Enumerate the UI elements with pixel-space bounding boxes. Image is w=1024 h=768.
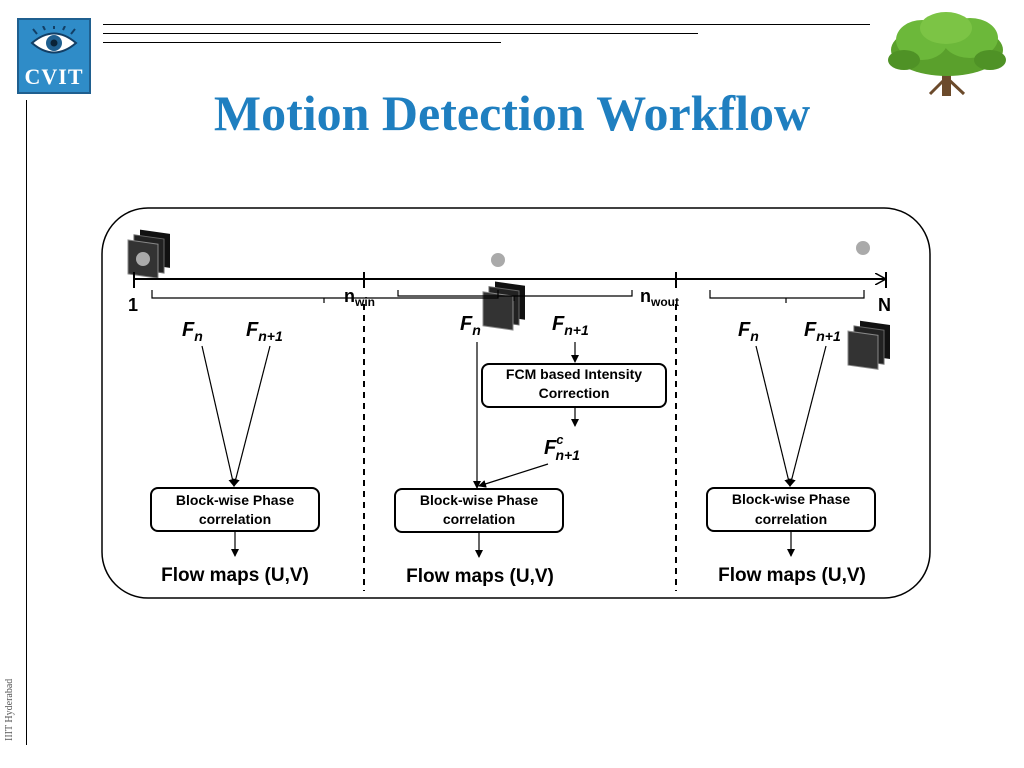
timeline-end-label: N (878, 295, 891, 315)
frame-label-fn: Fn (738, 319, 759, 344)
box-label: Block-wise Phase (732, 491, 850, 507)
logo-text: CVIT (24, 64, 84, 89)
phase-correlation-box (706, 487, 876, 532)
box-label: Block-wise Phase (420, 492, 538, 508)
flow-arrow (755, 345, 793, 487)
header-rule-1 (103, 24, 870, 25)
window-brace (709, 290, 865, 303)
window-brace (397, 290, 633, 301)
output-label: Flow maps (U,V) (718, 565, 866, 586)
box-label: correlation (755, 511, 827, 527)
frame-stack-icon (847, 241, 890, 370)
tree-icon (888, 12, 1006, 96)
frame-label-fn1: Fn+1 (552, 313, 589, 338)
header-rule-3 (103, 42, 501, 43)
flow-arrow (478, 463, 549, 488)
flow-arrow (231, 345, 271, 487)
frame-stack-icon (127, 229, 170, 279)
output-label: Flow maps (U,V) (161, 565, 309, 586)
box-label: Correction (539, 385, 610, 401)
box-label: FCM based Intensity (506, 366, 642, 382)
output-label: Flow maps (U,V) (406, 566, 554, 587)
frame-label-fn1: Fn+1 (804, 319, 841, 344)
window-brace (151, 290, 499, 303)
eye-icon (30, 26, 78, 54)
box-label: Block-wise Phase (176, 492, 294, 508)
workflow-diagram: 1 nwin nwout N Fn Fn+1 Block-wise Phase … (101, 207, 931, 599)
phase-correlation-box (150, 487, 320, 532)
page-title: Motion Detection Workflow (213, 85, 811, 141)
frame-label-fn: Fn (182, 319, 203, 344)
left-border (26, 100, 27, 745)
frame-label-fn1: Fn+1 (246, 319, 283, 344)
timeline-nwout-label: nwout (640, 286, 679, 309)
fcm-correction-box (481, 363, 667, 408)
flow-arrow (201, 345, 237, 487)
frame-label-fn: Fn (460, 313, 481, 338)
footer-text: IIIT Hyderabad (4, 678, 15, 741)
phase-correlation-box (394, 488, 564, 533)
timeline-start-label: 1 (128, 295, 138, 315)
header-rule-2 (103, 33, 698, 34)
cvit-logo: CVIT (17, 18, 91, 94)
box-label: correlation (199, 511, 271, 527)
box-label: correlation (443, 511, 515, 527)
flow-arrow (787, 345, 827, 487)
